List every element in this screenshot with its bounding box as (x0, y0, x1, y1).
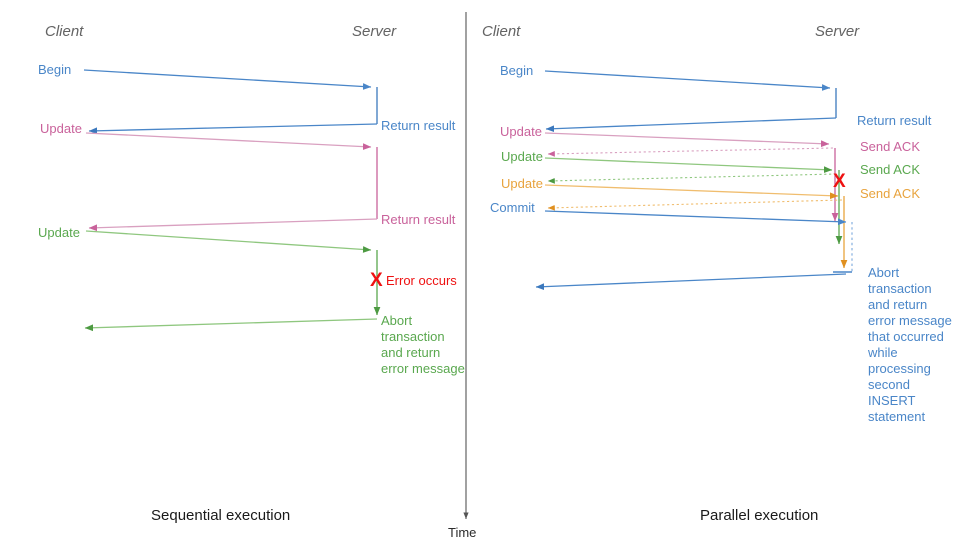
right-message-return-result: Return result (857, 113, 932, 128)
right-error-x-icon: X (833, 171, 846, 192)
arrow-return-result-2 (88, 218, 378, 232)
arrow-return-result (545, 117, 837, 133)
left-message-update-1: Update (40, 121, 82, 136)
left-message-return-result-2: Return result (381, 212, 456, 227)
right-message-update-2: Update (501, 149, 543, 164)
left-message-begin: Begin (38, 62, 72, 77)
arrow-commit-request (544, 210, 847, 226)
left-client-actor-label: Client (45, 23, 84, 40)
arrow-return-result-1 (88, 123, 378, 135)
right-message-commit: Commit (490, 200, 535, 215)
arrow-ack-1-dotted (547, 147, 834, 157)
arrow-update-2-request (85, 230, 372, 253)
arrow-ack-3-dotted (547, 199, 843, 211)
left-error-label: Error occurs (386, 273, 457, 288)
left-error-x-icon: X (370, 270, 383, 291)
right-message-ack-1: Send ACK (860, 139, 920, 154)
right-message-ack-3: Send ACK (860, 186, 920, 201)
right-server-actor-label: Server (815, 23, 860, 40)
left-message-update-2: Update (38, 225, 80, 240)
right-panel-caption: Parallel execution (700, 507, 819, 524)
arrow-ack-2-dotted (547, 173, 837, 184)
arrow-abort-return (535, 273, 847, 291)
left-panel-arrows (83, 69, 381, 332)
arrow-begin-request (83, 69, 372, 90)
arrow-begin-request (544, 70, 831, 91)
left-message-return-result-1: Return result (381, 118, 456, 133)
arrow-abort-return (84, 318, 378, 332)
right-client-actor-label: Client (482, 23, 521, 40)
arrow-update-2-request (544, 157, 833, 174)
right-message-begin: Begin (500, 63, 534, 78)
right-message-ack-2: Send ACK (860, 162, 920, 177)
right-message-update-3: Update (501, 176, 543, 191)
left-server-actor-label: Server (352, 23, 397, 40)
arrow-update-1-request (544, 132, 830, 148)
left-abort-note: Abort transaction and return error messa… (381, 313, 465, 376)
right-abort-note: Abort transaction and return error messa… (868, 265, 952, 424)
arrow-update-1-request (85, 132, 372, 150)
right-panel-arrows (535, 70, 853, 291)
time-axis-label: Time (448, 525, 477, 540)
right-message-update-1: Update (500, 124, 542, 139)
arrow-update-3-request (544, 184, 839, 200)
left-panel-caption: Sequential execution (151, 507, 291, 524)
